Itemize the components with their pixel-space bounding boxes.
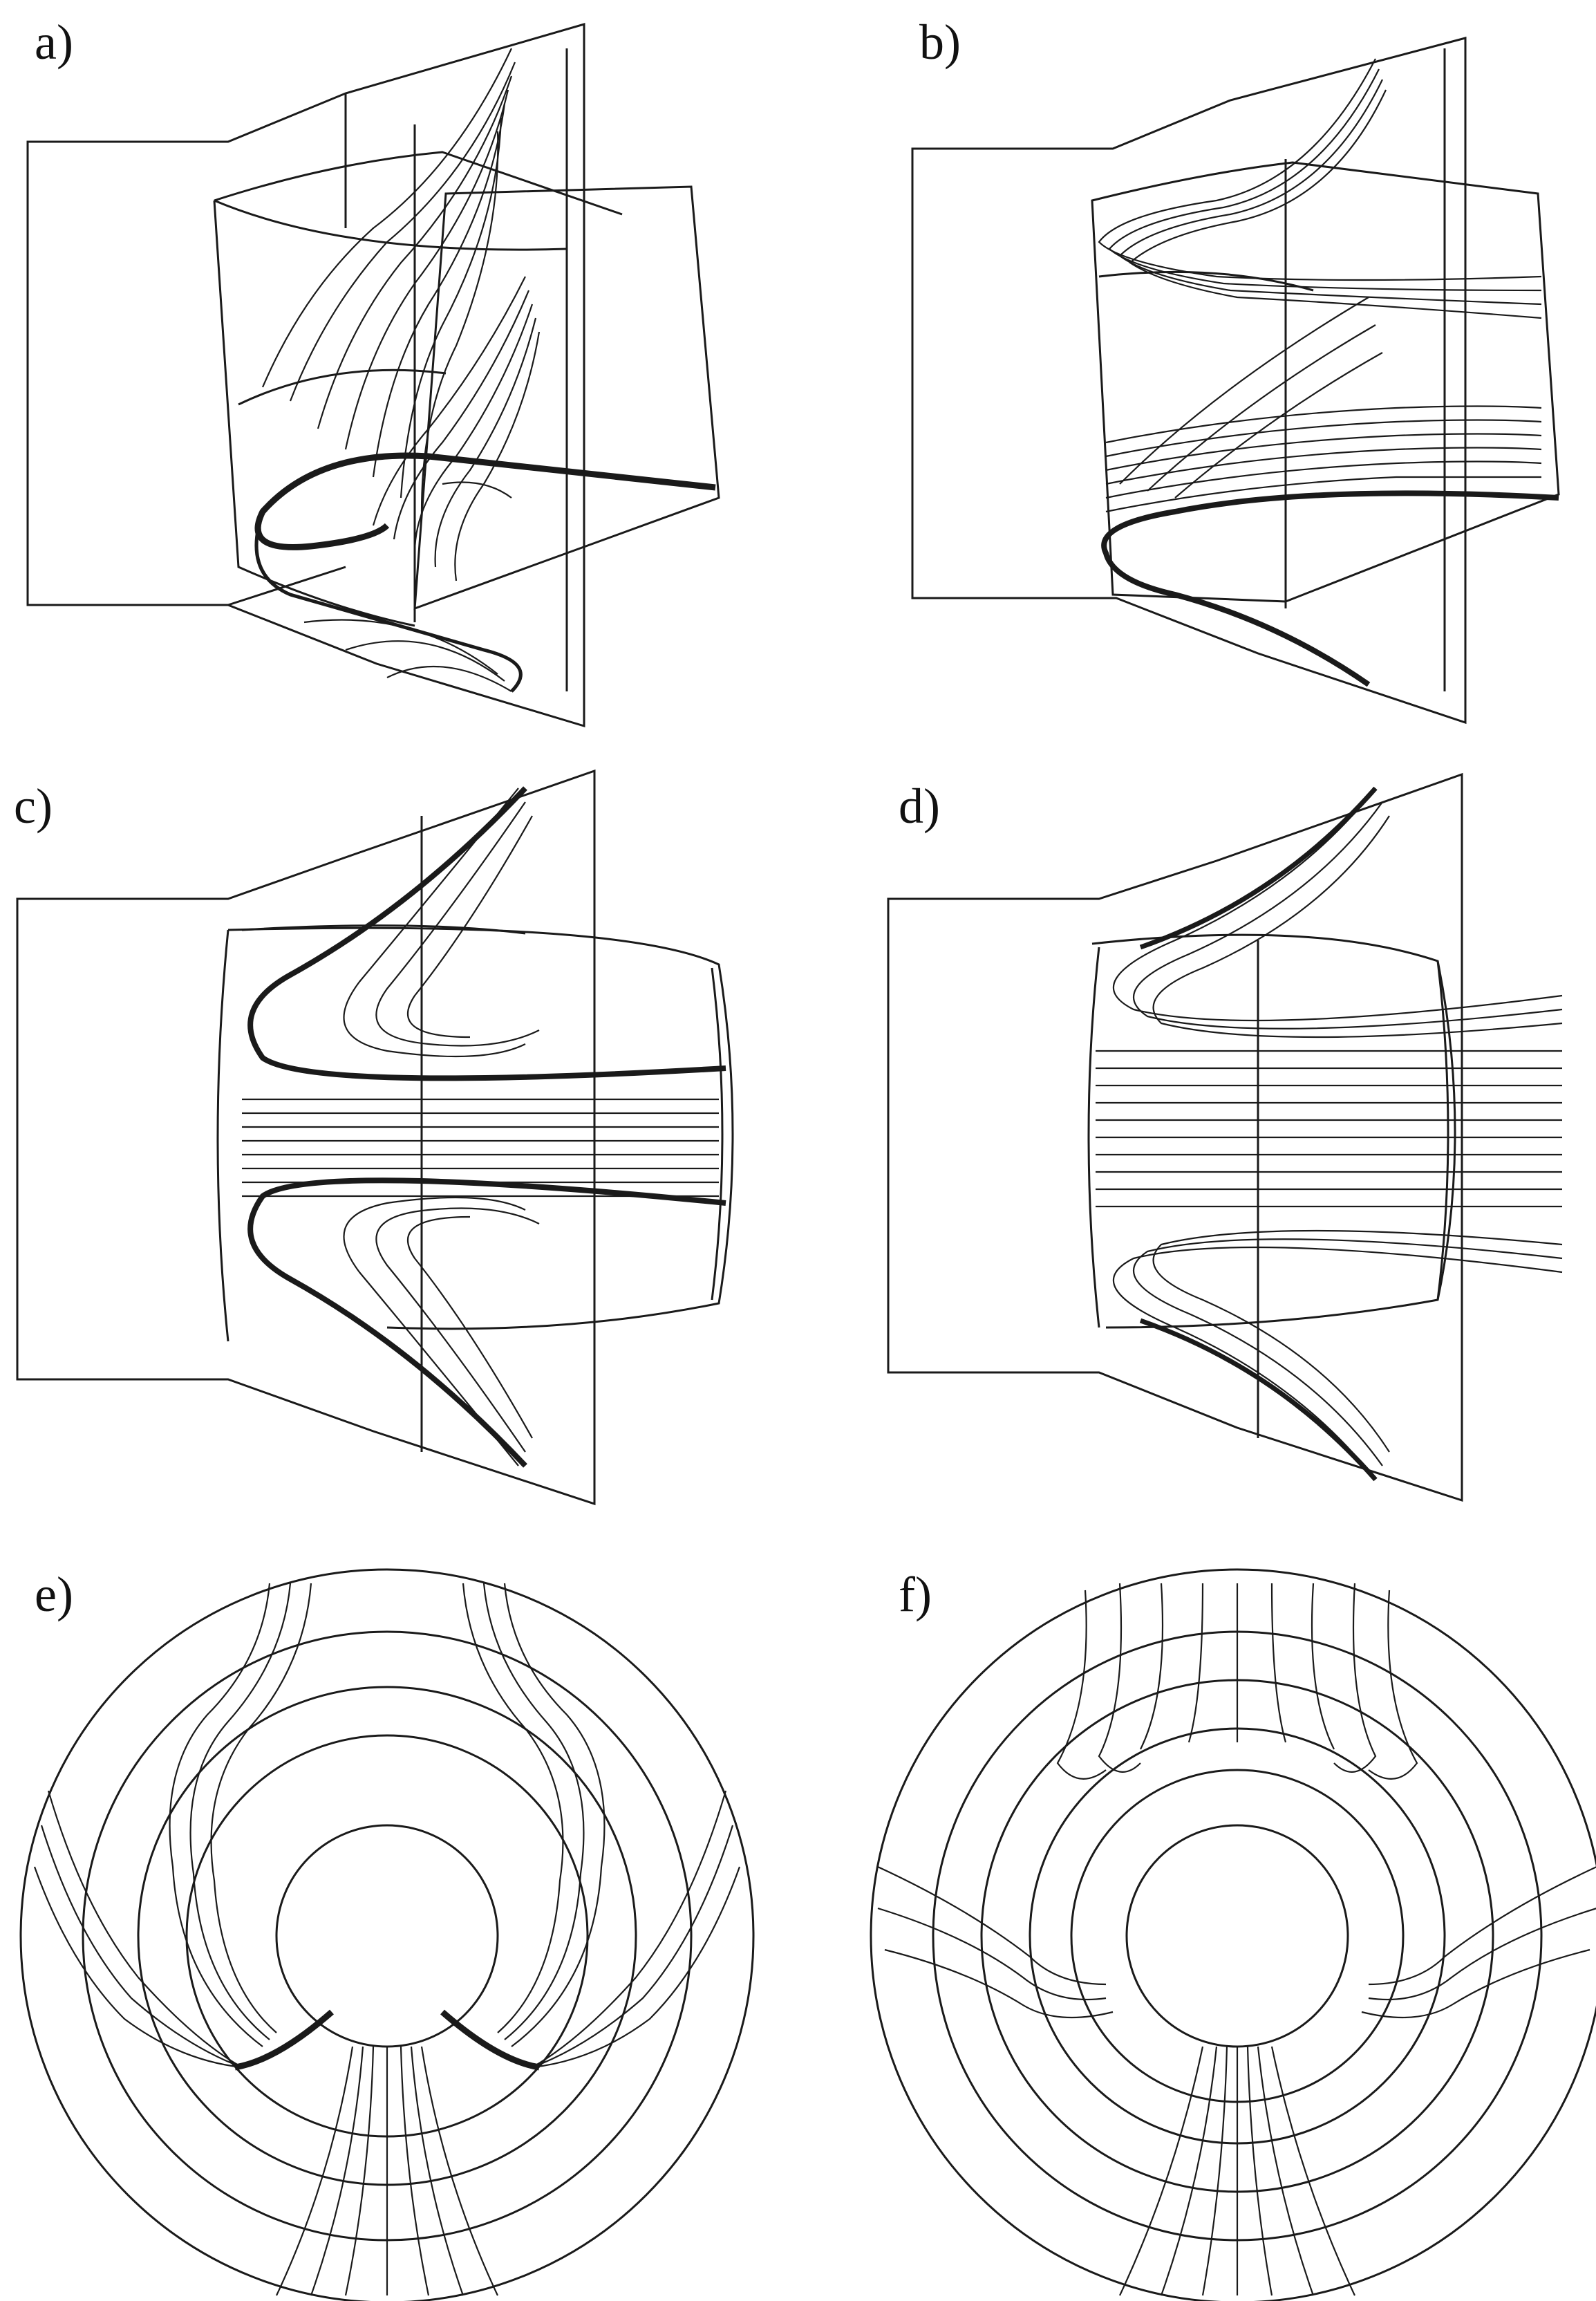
panel-a-geometry xyxy=(26,23,720,728)
panel-f-diagram xyxy=(870,1568,1596,2301)
panel-b-streamlines xyxy=(1098,58,1542,513)
panel-label-e: e) xyxy=(35,1567,73,1622)
panel-e-main-streamlines xyxy=(234,2009,540,2071)
panel-e-streamlines xyxy=(33,1583,741,2296)
panel-d-diagram xyxy=(887,772,1563,1502)
panel-b-diagram xyxy=(911,37,1560,725)
panel-b-main-streamline xyxy=(1101,490,1559,687)
panel-d-streamlines xyxy=(1096,788,1563,1480)
panel-c-streamlines xyxy=(242,788,719,1466)
panel-e-diagram xyxy=(19,1568,755,2301)
panel-label-b: b) xyxy=(919,15,961,70)
panel-b-geometry xyxy=(911,37,1560,725)
panel-a-main-streamline xyxy=(254,452,716,693)
panel-f-streamlines xyxy=(877,1583,1596,2296)
panel-c-main-streamlines xyxy=(247,786,726,1468)
panel-d-main-streamlines xyxy=(1139,786,1378,1482)
panel-label-f: f) xyxy=(899,1567,932,1622)
panel-a-streamlines xyxy=(261,48,541,692)
panel-c-diagram xyxy=(16,769,734,1506)
panel-f-geometry xyxy=(870,1568,1596,2301)
panel-label-d: d) xyxy=(899,779,940,834)
panel-label-a: a) xyxy=(35,15,73,70)
panel-label-c: c) xyxy=(14,779,53,834)
panel-c-geometry xyxy=(16,769,734,1506)
panel-a-diagram xyxy=(26,23,720,728)
